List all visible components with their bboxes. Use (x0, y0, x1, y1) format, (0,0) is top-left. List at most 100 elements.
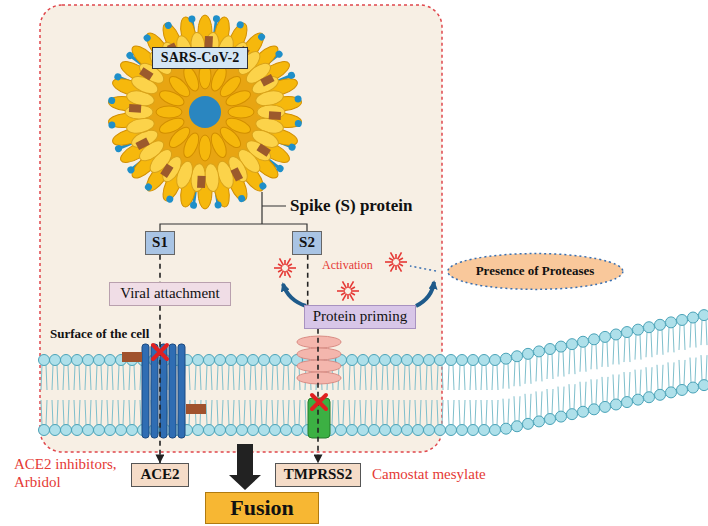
spike-knob (257, 32, 267, 42)
connector (317, 329, 319, 464)
protease-disc (297, 372, 341, 384)
lipid-tail (536, 356, 542, 416)
lipid-tail (239, 365, 245, 425)
burst-ray (351, 290, 359, 292)
lipid-head (578, 406, 589, 417)
lipid-tail (459, 365, 465, 425)
lipid-head (633, 394, 644, 405)
lipid-head (545, 414, 556, 425)
tmprss2-protein (297, 336, 341, 438)
lipid-head (622, 327, 633, 338)
lipid-tail (613, 339, 619, 399)
spike-knob (288, 143, 297, 152)
lipid-tail (657, 330, 663, 390)
spike-petal (257, 105, 285, 119)
membrane-protein (160, 163, 173, 177)
lipid-head (281, 355, 292, 366)
lipid-head (127, 425, 138, 436)
lipid-tail (393, 365, 399, 425)
burst-ray (351, 287, 355, 290)
lipid-tail (470, 365, 476, 425)
burst-ray (337, 290, 345, 292)
lipid-head (270, 425, 281, 436)
lipid-head (424, 425, 435, 436)
burst-ray (288, 264, 292, 267)
inner-petal (208, 131, 229, 160)
node-text: TMPRSS2 (284, 466, 352, 483)
lipid-head (490, 355, 501, 366)
receptor-helix (178, 344, 185, 438)
lipid-head (677, 314, 688, 325)
burst-ray (385, 261, 393, 263)
lipid-head (699, 380, 708, 391)
lipid-head (215, 355, 226, 366)
lipid-head (336, 425, 347, 436)
lipid-tail (525, 359, 531, 419)
node-text: S1 (152, 234, 168, 251)
lipid-head (534, 346, 545, 357)
burst-ray (347, 294, 349, 299)
lipid-tail (250, 365, 256, 425)
spike-petal (203, 163, 220, 192)
lipid-tail (206, 365, 212, 425)
inhibitor-label: Camostat mesylate (372, 465, 486, 483)
lipid-head (413, 425, 424, 436)
lipid-head (83, 425, 94, 436)
lipid-head (204, 355, 215, 366)
lipid-head (248, 425, 259, 436)
lipid-tail (228, 365, 234, 425)
lipid-tail (52, 365, 58, 425)
lipid-tail (404, 365, 410, 425)
lipid-tail (349, 365, 355, 425)
membrane-protein (256, 144, 270, 157)
inner-petal (224, 88, 253, 109)
lipid-head (105, 425, 116, 436)
lipid-head (259, 425, 270, 436)
fusion-arrow (229, 444, 261, 490)
lipid-head (369, 425, 380, 436)
lipid-head (666, 317, 677, 328)
lipid-tail (85, 365, 91, 425)
burst-ray (350, 294, 354, 301)
lipid-tail (547, 354, 553, 414)
protease-burst (385, 252, 407, 271)
lipid-head (94, 425, 105, 436)
lipid-tail (415, 365, 421, 425)
lipid-head (402, 425, 413, 436)
lipid-head (501, 423, 512, 434)
lipid-tail (195, 365, 201, 425)
lipid-head (567, 409, 578, 420)
inner-petal (199, 135, 211, 161)
burst-ray (351, 293, 355, 296)
lipid-tail (558, 352, 564, 412)
receptor-box: ACE2 (131, 463, 188, 486)
burst-ray (284, 271, 286, 276)
lipid-head (446, 355, 457, 366)
lipid-tail (679, 325, 685, 385)
lipid-head (237, 425, 248, 436)
node-text: S2 (299, 234, 315, 251)
spike-knob (275, 164, 285, 174)
priming-arrow (416, 282, 434, 306)
lipid-head (446, 425, 457, 436)
lipid-tail (129, 365, 135, 425)
lipid-head (424, 355, 435, 366)
lipid-tail (338, 365, 344, 425)
lipid-tail (492, 365, 498, 425)
burst-ray (284, 260, 286, 265)
lipid-head (589, 404, 600, 415)
burst-ray (389, 258, 393, 261)
lipid-tail (580, 347, 586, 407)
lipid-head (281, 425, 292, 436)
membrane-protein (197, 176, 206, 188)
lipid-head (545, 344, 556, 355)
lipid-head (237, 355, 248, 366)
burst-ray (288, 267, 296, 269)
lipid-tail (624, 337, 630, 397)
process-box: Viral attachment (109, 282, 230, 305)
lipid-head (72, 355, 83, 366)
spike-petal (125, 105, 153, 119)
lipid-head (688, 382, 699, 393)
lipid-head (116, 425, 127, 436)
